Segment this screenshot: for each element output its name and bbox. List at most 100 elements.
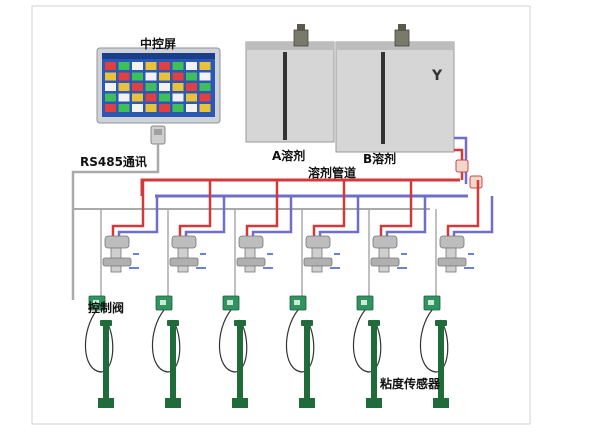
screen-cell <box>159 104 170 112</box>
screen-cell <box>145 104 157 112</box>
tank-a <box>245 24 335 143</box>
board-chip-icon <box>294 300 300 305</box>
screen-grid <box>105 62 211 112</box>
viscosity-sensor-probe-icon <box>103 322 109 400</box>
screen-cell <box>118 83 130 91</box>
sensor-cable <box>352 309 382 373</box>
screen-cell <box>105 72 116 81</box>
screen-cell <box>118 72 130 81</box>
viscosity-sensor-probe-icon <box>438 322 444 400</box>
touch-screen-label: 中控屏 <box>140 36 176 51</box>
screen-cell <box>186 62 197 70</box>
station-4 <box>285 180 360 408</box>
viscosity-sensor-base-icon <box>165 398 181 408</box>
screen-cell <box>186 104 197 112</box>
viscosity-sensor-head-icon <box>435 320 447 326</box>
screen-cell <box>186 93 197 102</box>
branch-pipe-a <box>446 180 480 236</box>
viscosity-sensor-probe-icon <box>237 322 243 400</box>
screen-cell <box>145 83 157 91</box>
station-5 <box>352 180 427 408</box>
station-6 <box>419 180 494 408</box>
viscosity-sensor-base-icon <box>98 398 114 408</box>
viscosity-sensor-base-icon <box>366 398 382 408</box>
pipeline-label: 溶剂管道 <box>308 165 356 180</box>
screen-cell <box>145 72 157 81</box>
sensor-cable <box>151 309 181 373</box>
board-chip-icon <box>428 300 434 305</box>
tank-b: Y <box>335 24 455 153</box>
screen-cell <box>172 72 184 81</box>
rs485-adapter <box>150 125 166 145</box>
board-chip-icon <box>361 300 367 305</box>
screen-cell <box>159 83 170 91</box>
comm-label: RS485通讯 <box>80 154 147 169</box>
valve-handle-icon <box>169 257 199 267</box>
viscosity-sensor-probe-icon <box>170 322 176 400</box>
viscosity-sensor-probe-icon <box>371 322 377 400</box>
valve-manifold-icon <box>305 235 331 249</box>
screen-cell <box>118 93 130 102</box>
screen-cell <box>172 83 184 91</box>
stations <box>84 180 494 408</box>
tank-a-label: A溶剂 <box>272 148 305 163</box>
sensor-cable <box>84 309 114 373</box>
valve-manifold-icon <box>372 235 398 249</box>
sensor-cable <box>218 309 248 373</box>
sensor-cable <box>285 309 315 373</box>
screen-cell <box>118 104 130 112</box>
viscosity-sensor-head-icon <box>167 320 179 326</box>
screen-cell <box>132 104 143 112</box>
board-chip-icon <box>160 300 166 305</box>
screen-cell <box>145 62 157 70</box>
screen-cell <box>145 93 157 102</box>
valve-manifold-icon <box>104 235 130 249</box>
valve-manifold-icon <box>439 235 465 249</box>
screen-cell <box>172 104 184 112</box>
comm-line <box>71 144 160 300</box>
branch-pipe-a <box>312 180 346 236</box>
screen-cell <box>105 83 116 91</box>
screen-cell <box>132 72 143 81</box>
viscosity-sensor-head-icon <box>301 320 313 326</box>
sensor-cable <box>419 309 449 373</box>
tank-b-logo: Y <box>431 68 443 84</box>
viscosity-sensor-head-icon <box>368 320 380 326</box>
screen-cell <box>199 83 211 91</box>
viscosity-sensor-probe-icon <box>304 322 310 400</box>
screen-cell <box>105 93 116 102</box>
tank-b-label: B溶剂 <box>363 151 396 166</box>
screen-cell <box>132 83 143 91</box>
valve-handle-icon <box>370 257 400 267</box>
viscosity-sensor-base-icon <box>299 398 315 408</box>
viscosity-sensor-head-icon <box>100 320 112 326</box>
valve-handle-icon <box>236 257 266 267</box>
valve-handle-icon <box>102 257 132 267</box>
screen-cell <box>172 62 184 70</box>
screen-cell <box>199 62 211 70</box>
station-2 <box>151 180 226 408</box>
control-valve-label: 控制阀 <box>88 300 124 315</box>
screen-cell <box>118 62 130 70</box>
viscosity-sensor-base-icon <box>232 398 248 408</box>
branch-pipe-a <box>178 180 212 236</box>
screen-cell <box>172 93 184 102</box>
screen-cell <box>105 62 116 70</box>
screen-cell <box>186 72 197 81</box>
screen-cell <box>159 62 170 70</box>
screen-cell <box>132 93 143 102</box>
screen-cell <box>199 104 211 112</box>
branch-pipe-a <box>245 180 279 236</box>
viscosity-sensor-base-icon <box>433 398 449 408</box>
screen-cell <box>199 93 211 102</box>
board-chip-icon <box>93 300 99 305</box>
screen-cell <box>199 72 211 81</box>
valve-handle-icon <box>303 257 333 267</box>
screen-cell <box>159 93 170 102</box>
screen-cell <box>186 83 197 91</box>
branch-pipe-a <box>379 180 413 236</box>
valve-handle-icon <box>437 257 467 267</box>
station-1 <box>84 180 159 408</box>
